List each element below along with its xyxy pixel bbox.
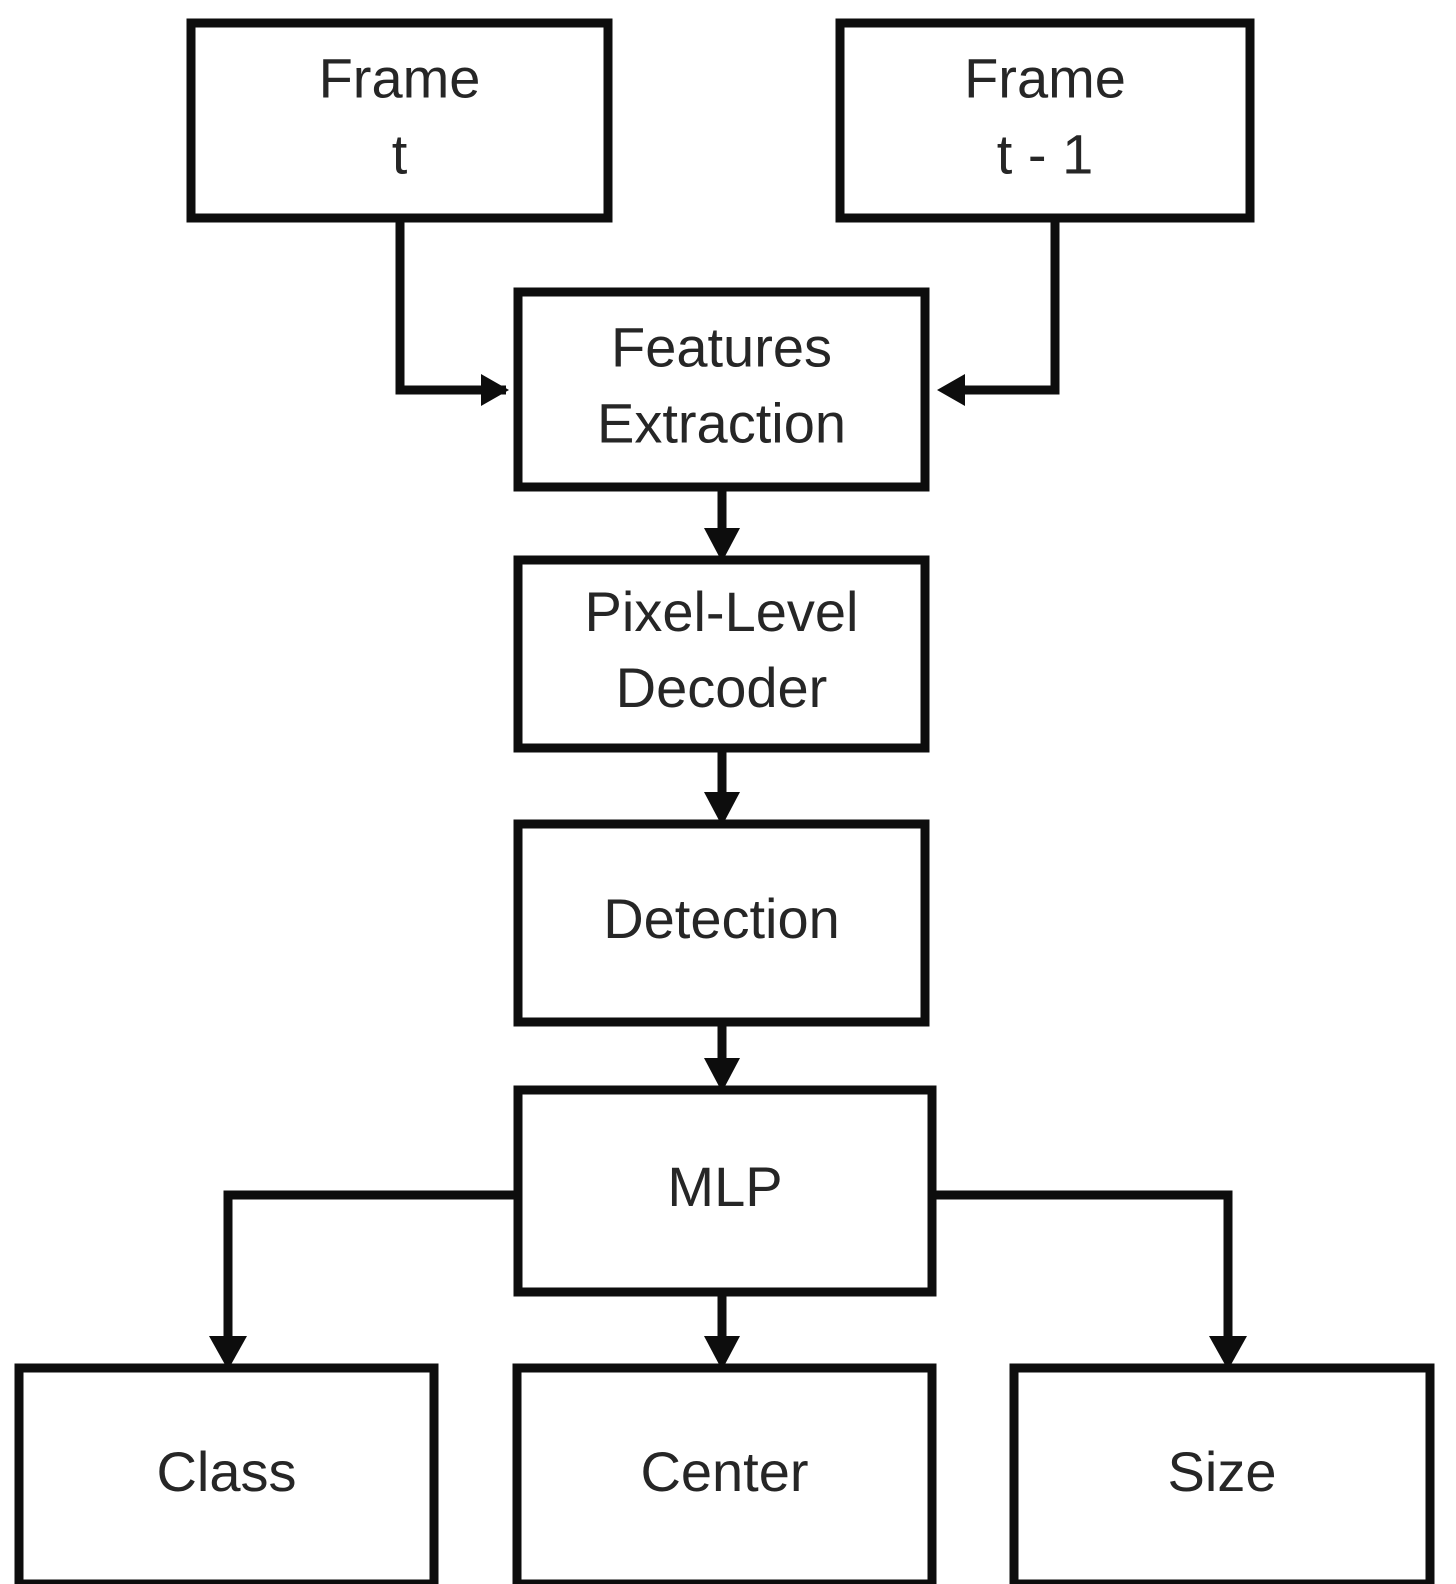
- node-label-line2: Extraction: [597, 391, 846, 454]
- edge-mlp-to-size: [932, 1190, 1247, 1370]
- arrowhead-icon: [704, 1058, 740, 1092]
- arrowhead-icon: [1209, 1336, 1247, 1370]
- arrowhead-icon: [704, 1336, 740, 1370]
- node-box[interactable]: [513, 555, 930, 753]
- node-label-line2: t: [392, 122, 408, 185]
- edge-frame-t-to-features-extraction: [395, 218, 509, 406]
- node-box[interactable]: [835, 18, 1255, 223]
- edge-pixel-level-decoder-to-detection: [704, 748, 740, 826]
- node-detection[interactable]: Detection: [513, 819, 930, 1027]
- node-label-line2: t - 1: [997, 122, 1093, 185]
- node-label-line1: Pixel-Level: [585, 580, 859, 643]
- node-label-line1: Features: [611, 315, 832, 378]
- arrowhead-icon: [704, 792, 740, 826]
- node-label-line1: Class: [156, 1440, 296, 1503]
- node-label-line1: Frame: [319, 46, 481, 109]
- node-box[interactable]: [1009, 1363, 1435, 1584]
- node-box[interactable]: [14, 1363, 439, 1584]
- node-label-line2: Decoder: [616, 656, 828, 719]
- edge-mlp-to-center: [704, 1292, 740, 1370]
- node-center[interactable]: Center: [512, 1363, 937, 1584]
- node-box[interactable]: [186, 18, 613, 223]
- edge-frame-t-minus-1-to-features-extraction: [937, 218, 1060, 406]
- node-class[interactable]: Class: [14, 1363, 439, 1584]
- node-frame-t-minus-1[interactable]: Frame t - 1: [835, 18, 1255, 223]
- node-size[interactable]: Size: [1009, 1363, 1435, 1584]
- node-mlp[interactable]: MLP: [513, 1085, 937, 1297]
- edge-line: [932, 1190, 1233, 1356]
- node-box[interactable]: [513, 819, 930, 1027]
- edge-line: [395, 218, 506, 395]
- edges-group: [209, 218, 1247, 1370]
- edge-features-extraction-to-pixel-level-decoder: [704, 487, 740, 562]
- arrowhead-icon: [209, 1336, 247, 1370]
- node-label-line1: Center: [640, 1440, 808, 1503]
- node-pixel-level-decoder[interactable]: Pixel-Level Decoder: [513, 555, 930, 753]
- edge-detection-to-mlp: [704, 1022, 740, 1092]
- node-box[interactable]: [513, 1085, 937, 1297]
- node-frame-t[interactable]: Frame t: [186, 18, 613, 223]
- nodes-group: Frame t Frame t - 1 Features Extraction …: [14, 18, 1435, 1584]
- node-box[interactable]: [512, 1363, 937, 1584]
- edge-line: [949, 218, 1060, 395]
- node-label-line1: MLP: [667, 1155, 782, 1218]
- arrowhead-icon: [937, 374, 965, 406]
- node-box[interactable]: [513, 287, 930, 492]
- node-features-extraction[interactable]: Features Extraction: [513, 287, 930, 492]
- node-label-line1: Detection: [603, 887, 840, 950]
- edge-line: [223, 1190, 518, 1356]
- node-label-line1: Frame: [964, 46, 1126, 109]
- edge-mlp-to-class: [209, 1190, 518, 1370]
- arrowhead-icon: [481, 374, 509, 406]
- node-label-line1: Size: [1168, 1440, 1277, 1503]
- arrowhead-icon: [704, 528, 740, 562]
